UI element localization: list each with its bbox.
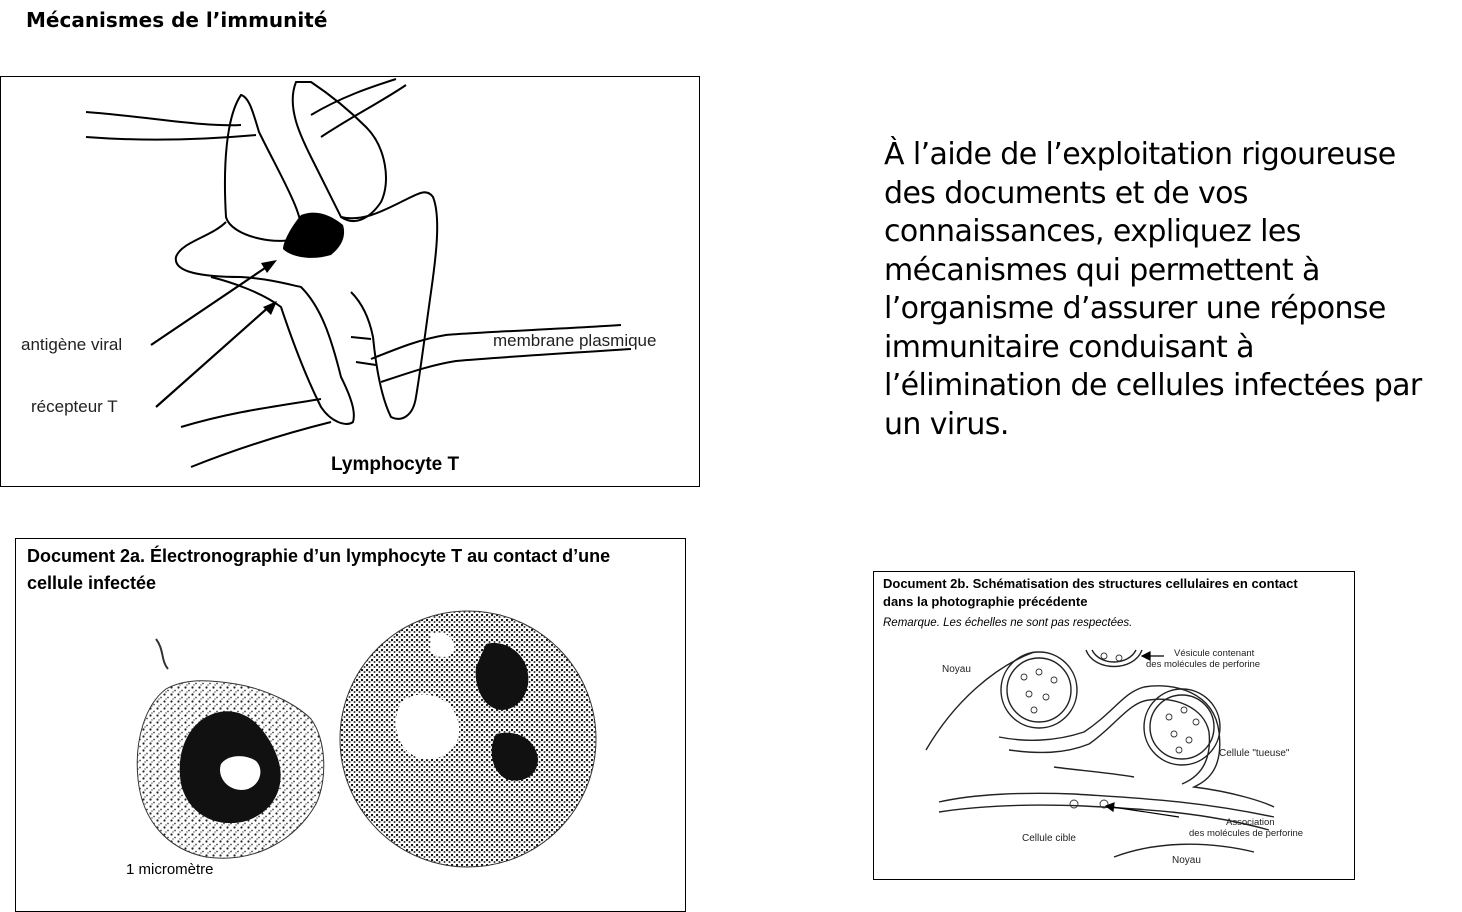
- label-cellule-tueuse: Cellule "tueuse": [1219, 748, 1289, 759]
- electron-micrograph: [16, 539, 685, 911]
- question-text: À l’aide de l’exploitation rigoureuse de…: [884, 136, 1444, 444]
- label-vesicule-1: Vésicule contenant: [1174, 648, 1254, 659]
- question-line: l’organisme d’assurer une réponse: [884, 290, 1444, 329]
- question-line: connaissances, expliquez les: [884, 213, 1444, 252]
- question-line: À l’aide de l’exploitation rigoureuse: [884, 136, 1444, 175]
- label-antigen-viral: antigène viral: [21, 335, 122, 355]
- document-2b-figure: Document 2b. Schématisation des structur…: [873, 571, 1355, 880]
- scale-label: 1 micromètre: [126, 861, 214, 878]
- tcell-receptor-diagram: [1, 77, 699, 486]
- label-noyau-bottom: Noyau: [1172, 855, 1201, 866]
- label-recepteur-t: récepteur T: [31, 397, 118, 417]
- label-association-2: des molécules de perforine: [1189, 828, 1303, 839]
- label-membrane-plasmique: membrane plasmique: [493, 331, 656, 351]
- question-line: un virus.: [884, 406, 1444, 445]
- label-cellule-cible: Cellule cible: [1022, 833, 1076, 844]
- label-association-1: Association: [1226, 817, 1275, 828]
- label-lymphocyte-t: Lymphocyte T: [331, 454, 459, 476]
- document-1-figure: antigène viral récepteur T membrane plas…: [0, 76, 700, 487]
- label-vesicule-2: des molécules de perforine: [1146, 659, 1260, 670]
- page-title: Mécanismes de l’immunité: [26, 8, 327, 32]
- question-line: l’élimination de cellules infectées par: [884, 367, 1444, 406]
- document-2a-figure: Document 2a. Électronographie d’un lymph…: [15, 538, 686, 912]
- label-noyau-top: Noyau: [942, 664, 971, 675]
- question-line: des documents et de vos: [884, 175, 1444, 214]
- question-line: immunitaire conduisant à: [884, 329, 1444, 368]
- question-line: mécanismes qui permettent à: [884, 252, 1444, 291]
